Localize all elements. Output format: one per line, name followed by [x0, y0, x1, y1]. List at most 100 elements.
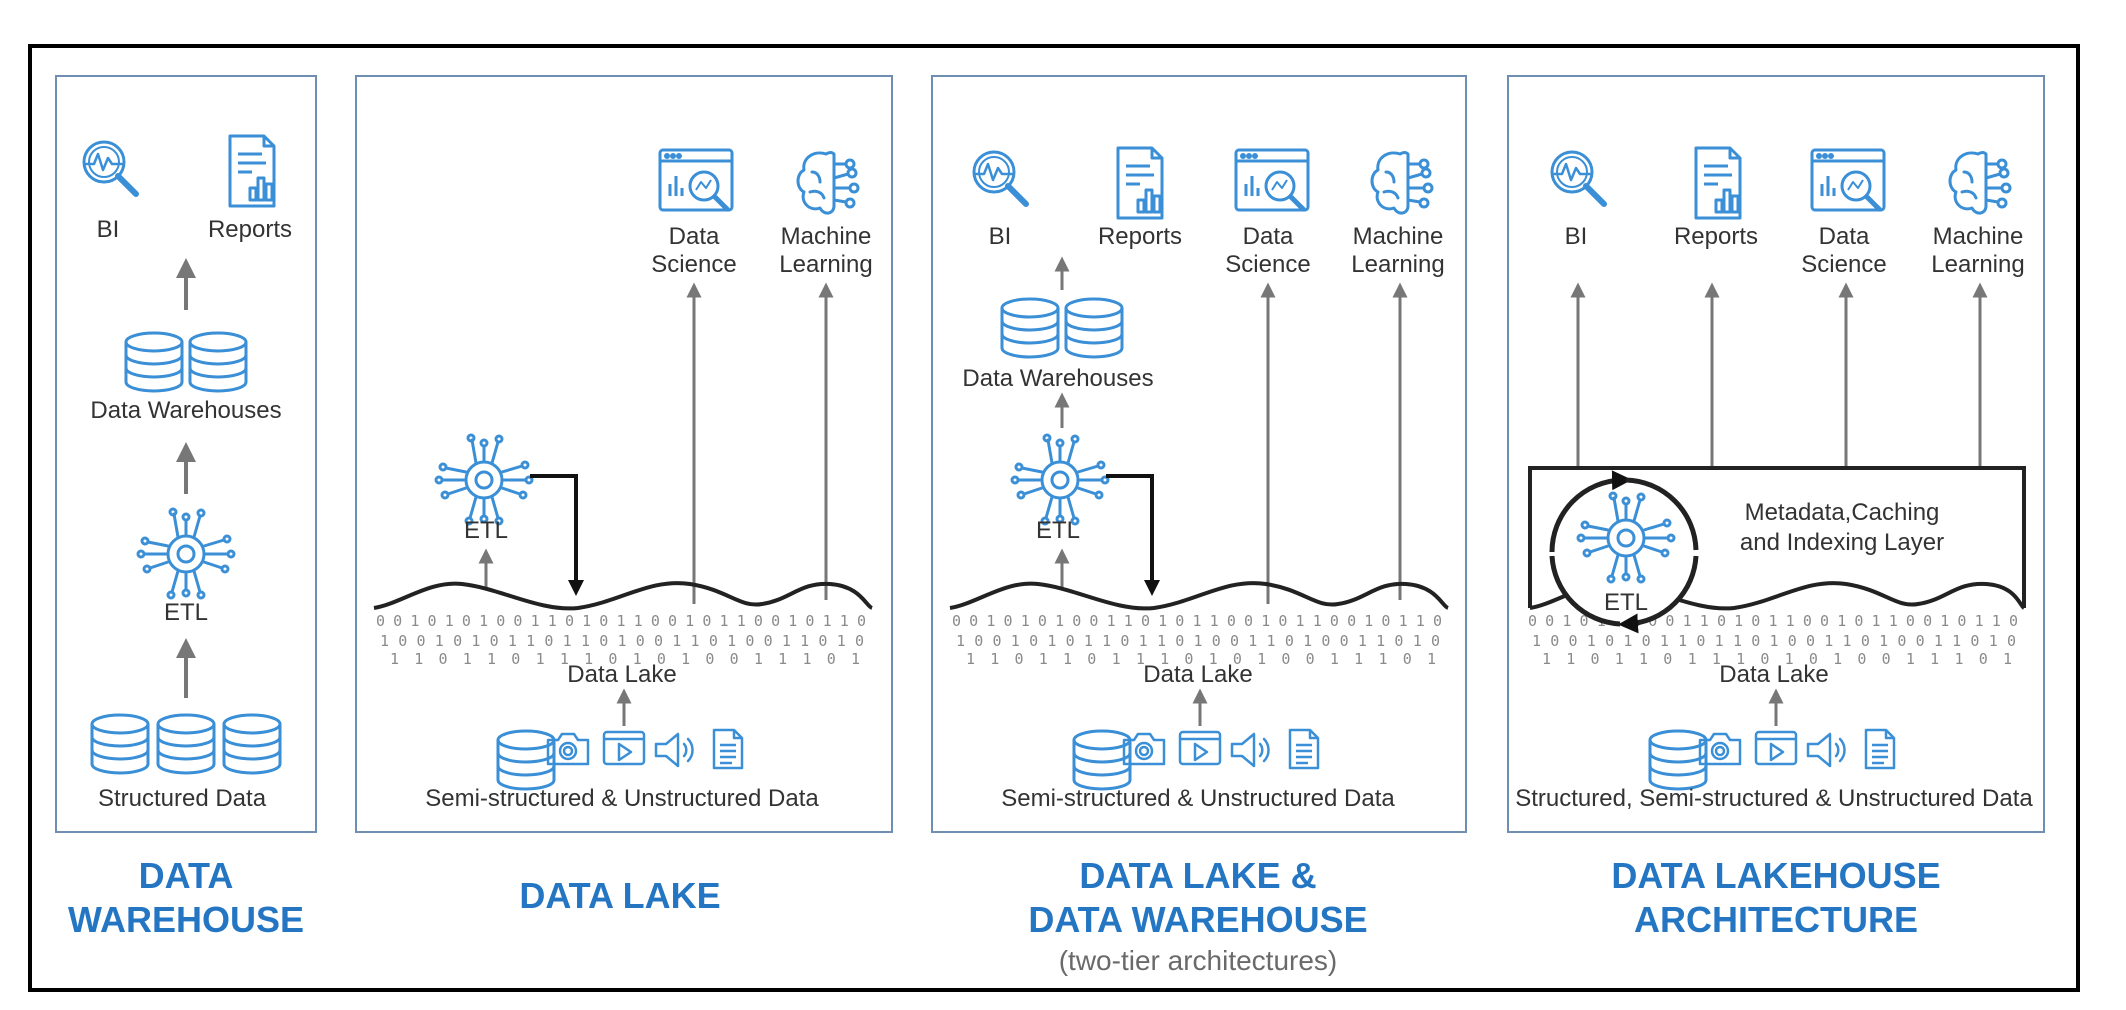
- bi-magnifier-icon: [1552, 152, 1604, 204]
- reports-label: Reports: [1674, 223, 1758, 250]
- etl-label: ETL: [1604, 589, 1648, 616]
- panel-border: [1507, 75, 2045, 833]
- machine-learning-label: Machine: [1353, 223, 1444, 250]
- etl-chip-icon: [136, 507, 236, 600]
- panel-title: DATA: [139, 855, 234, 896]
- etl-label: ETL: [164, 599, 208, 626]
- reports-label: Reports: [208, 216, 292, 243]
- bi-label: BI: [1565, 223, 1588, 250]
- panel-title: WAREHOUSE: [68, 899, 304, 940]
- panel-title: DATA WAREHOUSE: [1028, 899, 1367, 940]
- document-icon: [1288, 728, 1320, 770]
- etl-cycle-background: [1552, 480, 1696, 624]
- bi-label: BI: [989, 223, 1012, 250]
- data-science-label: Science: [1801, 251, 1886, 278]
- svg-text:1 1 0 1 1 0 1 1 1 0 1 0: 1 1 0 1 1 0 1 1 1 0 1 0 1 0 0 1 1 1 0 1: [390, 650, 860, 668]
- svg-text:1 1 0 1 1 0 1 1 1 0 1 0: 1 1 0 1 1 0 1 1 1 0 1 0 1 0 0 1 1 1 0 1: [1542, 650, 2012, 668]
- cycle-arrow-icon: [1549, 470, 1699, 634]
- data-science-label: Science: [651, 251, 736, 278]
- outer-frame: [28, 44, 2080, 992]
- machine-learning-brain-icon: [796, 151, 860, 215]
- panel-title: ARCHITECTURE: [1634, 899, 1918, 940]
- video-icon: [1754, 730, 1798, 766]
- database-icon: [1648, 729, 1708, 791]
- panel-subtitle: (two-tier architectures): [1059, 945, 1338, 976]
- report-document-icon: [228, 134, 276, 208]
- machine-learning-brain-icon: [1948, 151, 2012, 215]
- machine-learning-label: Machine: [781, 223, 872, 250]
- panel-data-warehouse: BI Reports Data Warehouses ETL Structure…: [55, 75, 317, 940]
- data-lake-label: Data Lake: [1143, 661, 1252, 688]
- database-icon: [496, 729, 556, 791]
- data-science-label: Data: [1243, 223, 1294, 250]
- database-icon: [222, 713, 282, 775]
- database-icon: [1000, 297, 1060, 359]
- binary-data-pattern: 0 0 1 0 1 0 1 0 0 1 1 0 1 0 1 1 0 0 1 0 …: [952, 612, 1442, 668]
- svg-text:1 0 0 1 0 1 0 1 1 0 1 1 0 1: 1 0 0 1 0 1 0 1 1 0 1 1 0 1 0 0 1 1 0 1 …: [1532, 632, 2016, 650]
- svg-text:1 0 0 1 0 1 0 1 1 0 1 1 0 1: 1 0 0 1 0 1 0 1 1 0 1 1 0 1 0 0 1 1 0 1 …: [956, 632, 1440, 650]
- data-science-icon: [1236, 150, 1308, 210]
- panel-border: [55, 75, 317, 833]
- data-science-label: Data: [1819, 223, 1870, 250]
- etl-label: ETL: [464, 517, 508, 544]
- panel-border: [931, 75, 1467, 833]
- database-icon: [1072, 729, 1132, 791]
- svg-text:0 0 1 0 1 0 1 0 0 1 1 0 1 0: 0 0 1 0 1 0 1 0 0 1 1 0 1 0 1 1 0 0 1 0 …: [376, 612, 866, 630]
- bi-magnifier-icon: [84, 142, 136, 194]
- machine-learning-label: Learning: [1351, 251, 1444, 278]
- svg-text:0 0 1 0 1 0 1 0 0 1 1 0 1 0: 0 0 1 0 1 0 1 0 0 1 1 0 1 0 1 1 0 0 1 0 …: [952, 612, 1442, 630]
- panel-title: DATA LAKEHOUSE: [1611, 855, 1940, 896]
- video-icon: [602, 730, 646, 766]
- panel-two-tier: BI Reports Data Science Machine Learning…: [931, 75, 1467, 976]
- report-document-icon: [1116, 146, 1164, 220]
- document-icon: [1864, 728, 1896, 770]
- report-document-icon: [1694, 146, 1742, 220]
- metadata-layer-box: [1528, 466, 2026, 608]
- source-data-label: Semi-structured & Unstructured Data: [1001, 785, 1395, 812]
- reports-label: Reports: [1098, 223, 1182, 250]
- database-icon: [1064, 297, 1124, 359]
- svg-text:1 0 0 1 0 1 0 1 1 0 1 1 0 1: 1 0 0 1 0 1 0 1 1 0 1 1 0 1 0 0 1 1 0 1 …: [380, 632, 864, 650]
- panel-data-lake: Data Science Machine Learning ETL 0 0 1 …: [355, 75, 893, 916]
- database-icon: [124, 331, 184, 393]
- etl-chip-icon: [1010, 433, 1110, 526]
- bi-magnifier-icon: [974, 152, 1026, 204]
- data-science-icon: [1812, 150, 1884, 210]
- document-icon: [712, 728, 744, 770]
- video-icon: [1178, 730, 1222, 766]
- audio-icon: [654, 732, 694, 768]
- data-lake-label: Data Lake: [1719, 661, 1828, 688]
- etl-return-arrow: [1106, 474, 1160, 596]
- data-lake-wave: [949, 581, 1450, 611]
- metadata-layer-label: Metadata,Caching: [1745, 499, 1940, 526]
- etl-label: ETL: [1036, 517, 1080, 544]
- source-data-label: Semi-structured & Unstructured Data: [425, 785, 819, 812]
- audio-icon: [1806, 732, 1846, 768]
- database-icon: [156, 713, 216, 775]
- data-lake-wave: [373, 581, 874, 611]
- audio-icon: [1230, 732, 1270, 768]
- machine-learning-brain-icon: [1370, 151, 1434, 215]
- data-warehouses-label: Data Warehouses: [90, 397, 281, 424]
- machine-learning-label: Machine: [1933, 223, 2024, 250]
- etl-return-arrow: [530, 474, 584, 596]
- bi-label: BI: [97, 216, 120, 243]
- panel-title: DATA LAKE: [519, 875, 720, 916]
- svg-text:1 1 0 1 1 0 1 1 1 0 1 0: 1 1 0 1 1 0 1 1 1 0 1 0 1 0 0 1 1 1 0 1: [966, 650, 1436, 668]
- etl-chip-icon: [434, 433, 534, 526]
- binary-data-pattern: 0 0 1 0 1 0 1 0 0 1 1 0 1 0 1 1 0 0 1 0 …: [376, 612, 866, 668]
- database-icon: [90, 713, 150, 775]
- panel-title: DATA LAKE &: [1079, 855, 1316, 896]
- data-science-label: Science: [1225, 251, 1310, 278]
- structured-data-label: Structured Data: [98, 785, 267, 812]
- machine-learning-label: Learning: [1931, 251, 2024, 278]
- panel-border: [355, 75, 893, 833]
- database-icon: [188, 331, 248, 393]
- machine-learning-label: Learning: [779, 251, 872, 278]
- panel-lakehouse: BI Reports Data Science Machine Learning…: [1507, 75, 2045, 940]
- metadata-layer-label: and Indexing Layer: [1740, 529, 1944, 556]
- data-science-icon: [660, 150, 732, 210]
- data-warehouses-label: Data Warehouses: [962, 365, 1153, 392]
- source-data-label: Structured, Semi-structured & Unstructur…: [1515, 785, 2033, 812]
